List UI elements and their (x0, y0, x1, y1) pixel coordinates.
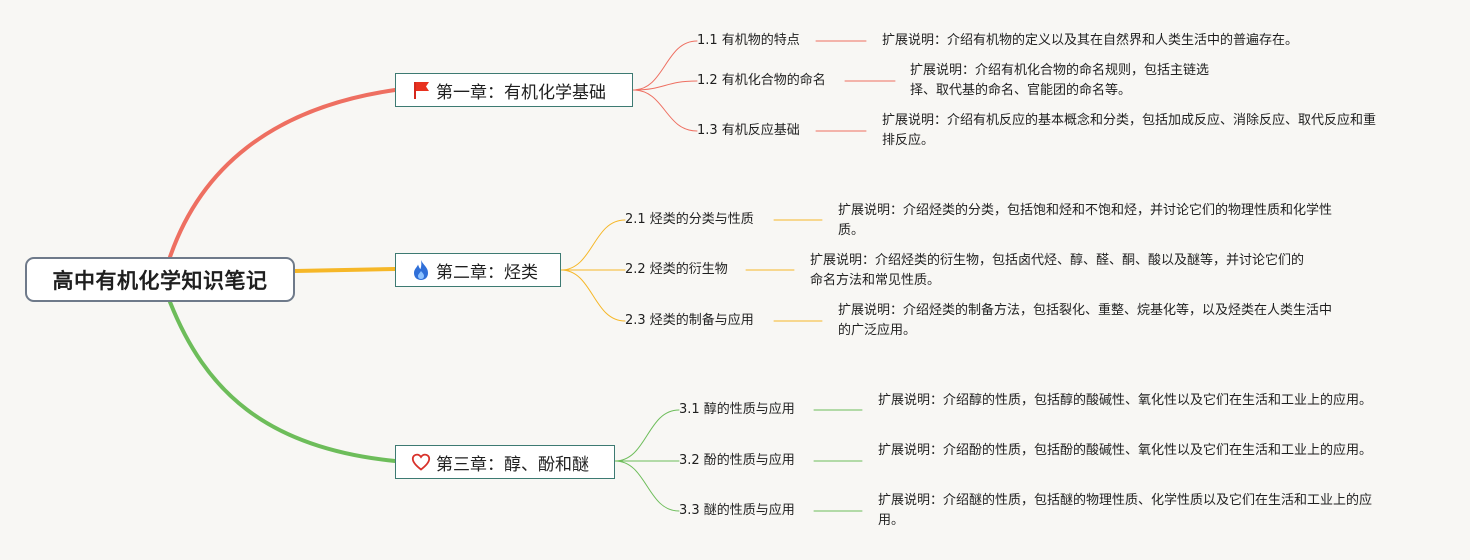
section-2-2-description: 扩展说明：介绍烃类的衍生物，包括卤代烃、醇、醛、酮、酸以及醚等，并讨论它们的命名… (810, 253, 1305, 288)
chapter-3-title: 第三章：醇、酚和醚 (436, 454, 589, 475)
section-1-1[interactable]: 1.1 有机物的特点 (697, 33, 800, 48)
section-2-1-description: 扩展说明：介绍烃类的分类，包括饱和烃和不饱和烃，并讨论它们的物理性质和化学性质。 (838, 203, 1333, 238)
chapter-2-section-1-link (560, 219, 626, 271)
section-2-3-description: 扩展说明：介绍烃类的制备方法，包括裂化、重整、烷基化等，以及烃类在人类生活中的广… (838, 303, 1333, 338)
root-chapter-1-link (168, 88, 397, 259)
chapter-1-section-2-link (632, 80, 698, 91)
chapter-1-node[interactable]: 第一章：有机化学基础 (395, 73, 633, 107)
chapter-1-section-1-link (632, 40, 698, 91)
section-2-2[interactable]: 2.2 烃类的衍生物 (625, 262, 728, 277)
chapter-1-section-3-link (632, 89, 698, 132)
section-3-3-description: 扩展说明：介绍醚的性质，包括醚的物理性质、化学性质以及它们在生活和工业上的应用。 (878, 493, 1373, 528)
root-node[interactable]: 高中有机化学知识笔记 (25, 257, 295, 302)
section-2-3[interactable]: 2.3 烃类的制备与应用 (625, 313, 754, 328)
red-flag-icon (410, 79, 432, 101)
section-3-2-description: 扩展说明：介绍酚的性质，包括酚的酸碱性、氧化性以及它们在生活和工业上的应用。 (878, 443, 1373, 458)
chapter-2-title: 第二章：烃类 (436, 262, 538, 283)
section-3-3[interactable]: 3.3 醚的性质与应用 (679, 503, 795, 518)
section-3-1-description: 扩展说明：介绍醇的性质，包括醇的酸碱性、氧化性以及它们在生活和工业上的应用。 (878, 393, 1373, 408)
chapter-2-node[interactable]: 第二章：烃类 (395, 253, 561, 287)
root-title: 高中有机化学知识笔记 (52, 268, 268, 293)
chapter-1-title: 第一章：有机化学基础 (436, 82, 606, 103)
fire-icon (410, 259, 432, 281)
section-1-3-description: 扩展说明：介绍有机反应的基本概念和分类，包括加成反应、消除反应、取代反应和重排反… (882, 113, 1377, 148)
chapter-2-section-3-link (560, 269, 626, 322)
chapter-3-section-1-link (614, 409, 680, 462)
section-3-2[interactable]: 3.2 酚的性质与应用 (679, 453, 795, 468)
section-1-3[interactable]: 1.3 有机反应基础 (697, 123, 800, 138)
chapter-3-section-3-link (614, 460, 680, 512)
root-chapter-3-link (168, 300, 397, 463)
section-1-2-description: 扩展说明：介绍有机化合物的命名规则，包括主链选择、取代基的命名、官能团的命名等。 (910, 63, 1210, 98)
section-1-1-description: 扩展说明：介绍有机物的定义以及其在自然界和人类生活中的普遍存在。 (882, 33, 1299, 48)
heart-icon (410, 451, 432, 473)
section-3-1[interactable]: 3.1 醇的性质与应用 (679, 402, 795, 417)
chapter-3-node[interactable]: 第三章：醇、酚和醚 (395, 445, 615, 479)
section-2-1[interactable]: 2.1 烃类的分类与性质 (625, 212, 754, 227)
section-1-2[interactable]: 1.2 有机化合物的命名 (697, 73, 826, 88)
root-chapter-2-link (293, 267, 397, 273)
